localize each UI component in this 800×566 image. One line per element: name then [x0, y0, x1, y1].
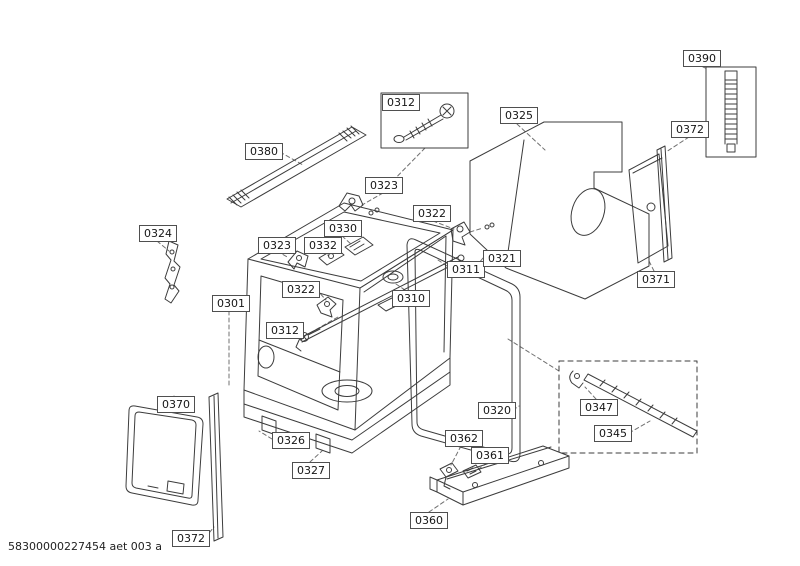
part-label-0327: 0327: [292, 462, 330, 479]
part-label-0312-top: 0312: [382, 94, 420, 111]
mount-bracket-0323-top: [338, 192, 380, 216]
hose-box-0390: [705, 66, 757, 158]
clip-0361: [462, 464, 482, 479]
outer-door-panel-0370: [125, 405, 204, 506]
bracket-0362: [439, 462, 459, 490]
top-strip-0380: [226, 125, 367, 208]
insulation-mat-0325: [469, 121, 650, 300]
rail-group-0345-0347: [558, 360, 698, 454]
part-label-0371: 0371: [637, 271, 675, 288]
part-label-0326: 0326: [272, 432, 310, 449]
trim-strip-0372-left: [208, 392, 224, 542]
part-label-0321: 0321: [483, 250, 521, 267]
part-label-0332: 0332: [304, 237, 342, 254]
part-label-0312-left: 0312: [266, 322, 304, 339]
part-label-0320: 0320: [478, 402, 516, 419]
part-label-0311: 0311: [447, 261, 485, 278]
part-label-0325: 0325: [500, 107, 538, 124]
part-label-0372-left: 0372: [172, 530, 210, 547]
trim-strip-0372-right: [656, 145, 673, 263]
part-label-0345: 0345: [594, 425, 632, 442]
hinge-bracket-0324: [164, 240, 181, 304]
part-label-0362: 0362: [445, 430, 483, 447]
tub-assembly-0301: [243, 202, 454, 454]
part-label-0380: 0380: [245, 143, 283, 160]
part-label-0347: 0347: [580, 399, 618, 416]
part-label-0330: 0330: [324, 220, 362, 237]
part-label-0370: 0370: [157, 396, 195, 413]
part-label-0323-top: 0323: [365, 177, 403, 194]
mount-bracket-0323-left: [287, 250, 309, 270]
fill-pipe-0311: [295, 254, 465, 352]
mount-bracket-0322-left: [316, 296, 337, 318]
part-label-0390: 0390: [683, 50, 721, 67]
document-code: 58300000227454 aet 003 a: [8, 540, 163, 553]
part-label-0360: 0360: [410, 512, 448, 529]
mount-bracket-0322-right: [450, 221, 495, 246]
part-label-0310: 0310: [392, 290, 430, 307]
part-0330: [344, 236, 374, 256]
part-label-0301: 0301: [212, 295, 250, 312]
part-label-0322-right: 0322: [413, 205, 451, 222]
part-label-0361: 0361: [471, 447, 509, 464]
part-label-0372-right: 0372: [671, 121, 709, 138]
part-label-0324: 0324: [139, 225, 177, 242]
part-label-0322-left: 0322: [282, 281, 320, 298]
part-label-0323-left: 0323: [258, 237, 296, 254]
